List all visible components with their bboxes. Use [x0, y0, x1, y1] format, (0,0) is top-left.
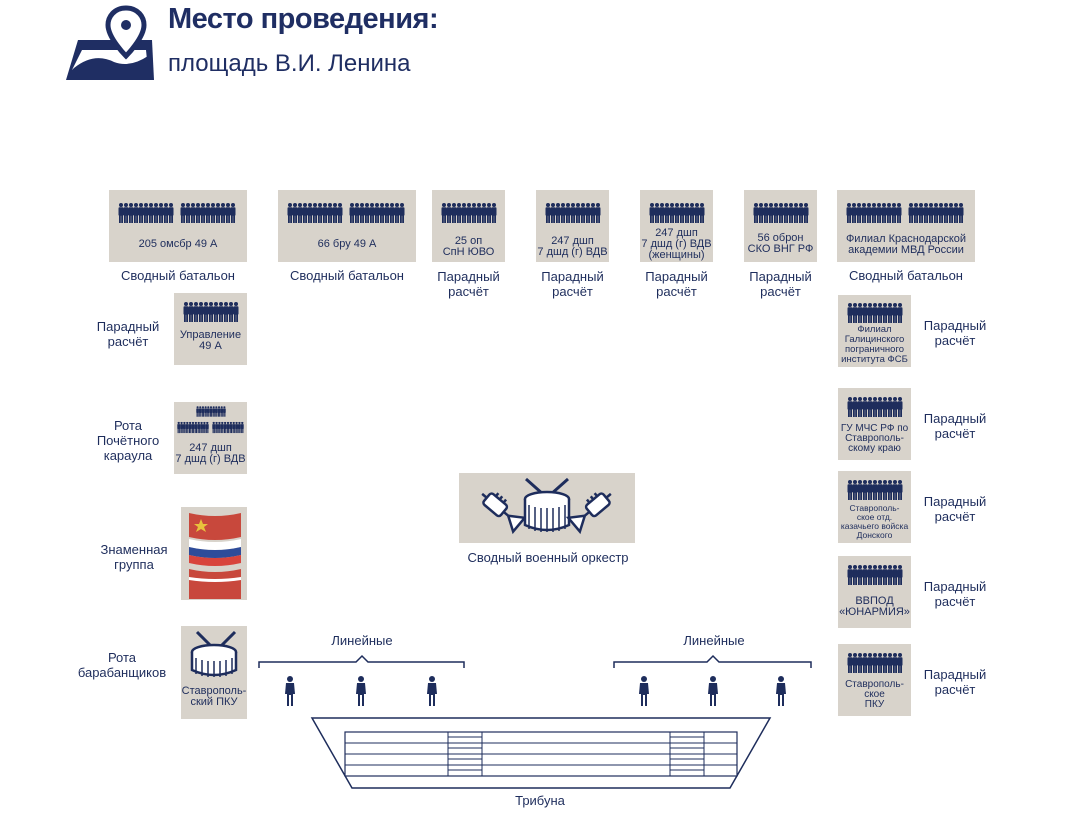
soldier-figure-icon: [706, 676, 720, 706]
orchestra-box: [459, 473, 635, 543]
unit-caption: Парадный расчёт: [749, 269, 812, 299]
page-subtitle: площадь В.И. Ленина: [168, 50, 411, 77]
soldiers-icon: [118, 203, 238, 223]
unit-label: 205 омсбр 49 А: [138, 238, 218, 250]
soldiers-icon: [753, 203, 809, 223]
unit-box-205-omsbr: 205 омсбр 49 А: [109, 190, 247, 262]
unit-label: Управление 49 А: [179, 329, 242, 352]
soldiers-icon: [441, 203, 497, 223]
unit-box-cossack: Ставрополь- ское отд. казачьего войска Д…: [838, 471, 911, 543]
unit-label: Филиал Краснодарской академии МВД России: [845, 233, 967, 256]
unit-box-247-dshp: 247 дшп 7 дшд (г) ВДВ: [536, 190, 609, 262]
unit-label: ГУ МЧС РФ по Ставрополь- скому краю: [840, 423, 909, 454]
flag-group-box: [181, 507, 247, 600]
unit-box-yunarmiya: ВВПОД «ЮНАРМИЯ»: [838, 556, 911, 628]
unit-caption: Сводный батальон: [849, 268, 963, 283]
unit-caption: Парадный расчёт: [923, 579, 987, 609]
unit-box-stavropol-pku: Ставрополь- ское ПКУ: [838, 644, 911, 716]
unit-label: 247 дшп 7 дшд (г) ВДВ (женщины): [641, 227, 712, 261]
unit-caption: Парадный расчёт: [96, 319, 160, 349]
soldiers-icon: [847, 397, 903, 417]
soldier-figure-icon: [283, 676, 297, 706]
unit-label: 247 дшп 7 дшд (г) ВДВ: [175, 442, 246, 465]
trumpet-icon: [565, 492, 612, 535]
soldiers-icon: [847, 303, 903, 323]
unit-caption: Сводный батальон: [290, 268, 404, 283]
unit-label: Ставрополь- ское ПКУ: [845, 679, 904, 710]
trumpet-icon: [481, 492, 528, 535]
unit-caption: Рота Почётного караула: [96, 418, 160, 463]
unit-box-25-op: 25 оп СпН ЮВО: [432, 190, 505, 262]
unit-box-upravlenie-49a: Управление 49 А: [174, 293, 247, 365]
unit-label: 66 бру 49 А: [317, 238, 377, 250]
soldier-figure-icon: [354, 676, 368, 706]
soldiers-icon: [846, 203, 966, 223]
unit-box-galitsyno-fsb: Филиал Галицинского пограничного институ…: [838, 295, 911, 367]
unit-caption: Рота барабанщиков: [77, 650, 167, 680]
soldiers-icon: [649, 203, 705, 223]
soldiers-icon: [847, 653, 903, 673]
unit-label: 56 оброн СКО ВНГ РФ: [747, 232, 814, 255]
soldiers-icon: [196, 405, 226, 418]
orchestra-caption: Сводный военный оркестр: [467, 550, 629, 565]
soldiers-icon: [183, 302, 239, 322]
unit-caption: Парадный расчёт: [923, 411, 987, 441]
unit-caption: Парадный расчёт: [437, 269, 500, 299]
lineynye-right-bracket: [613, 654, 812, 668]
soldiers-icon: [177, 421, 209, 434]
page-title: Место проведения:: [168, 3, 439, 35]
soldiers-icon: [212, 421, 244, 434]
unit-label: 247 дшп 7 дшд (г) ВДВ: [537, 235, 608, 258]
unit-caption: Парадный расчёт: [923, 318, 987, 348]
drum-icon: [190, 630, 238, 677]
unit-label: Филиал Галицинского пограничного институ…: [841, 324, 908, 365]
unit-box-56-obron: 56 оброн СКО ВНГ РФ: [744, 190, 817, 262]
unit-box-honor-guard: 247 дшп 7 дшд (г) ВДВ: [174, 402, 247, 474]
lineynye-right-label: Линейные: [683, 633, 745, 648]
unit-caption: Сводный батальон: [121, 268, 235, 283]
soldiers-icon: [287, 203, 407, 223]
location-map-icon: [66, 5, 154, 80]
unit-caption: Парадный расчёт: [923, 667, 987, 697]
unit-label: Ставрополь- ский ПКУ: [181, 685, 247, 708]
soldiers-icon: [847, 565, 903, 585]
flag-icon: [189, 513, 241, 599]
soldier-figure-icon: [637, 676, 651, 706]
unit-box-drummers: Ставрополь- ский ПКУ: [181, 626, 247, 719]
unit-label: 25 оп СпН ЮВО: [442, 235, 495, 258]
soldier-figure-icon: [425, 676, 439, 706]
unit-box-mchs: ГУ МЧС РФ по Ставрополь- скому краю: [838, 388, 911, 460]
unit-box-66-bru: 66 бру 49 А: [278, 190, 416, 262]
soldier-figure-icon: [774, 676, 788, 706]
unit-label: Ставрополь- ское отд. казачьего войска Д…: [840, 503, 909, 540]
drum-icon: [523, 477, 571, 532]
tribuna-caption: Трибуна: [515, 793, 565, 808]
unit-caption: Знаменная группа: [100, 542, 168, 572]
unit-caption: Парадный расчёт: [923, 494, 987, 524]
unit-label: ВВПОД «ЮНАРМИЯ»: [839, 595, 910, 618]
lineynye-left-bracket: [258, 654, 465, 668]
unit-caption: Парадный расчёт: [541, 269, 604, 299]
tribuna-diagram: [310, 717, 772, 789]
soldiers-icon: [545, 203, 601, 223]
unit-box-krasnodar-mvd: Филиал Краснодарской академии МВД России: [837, 190, 975, 262]
unit-caption: Парадный расчёт: [645, 269, 708, 299]
unit-box-247-dshp-women: 247 дшп 7 дшд (г) ВДВ (женщины): [640, 190, 713, 262]
soldiers-icon: [847, 480, 903, 500]
lineynye-left-label: Линейные: [331, 633, 393, 648]
